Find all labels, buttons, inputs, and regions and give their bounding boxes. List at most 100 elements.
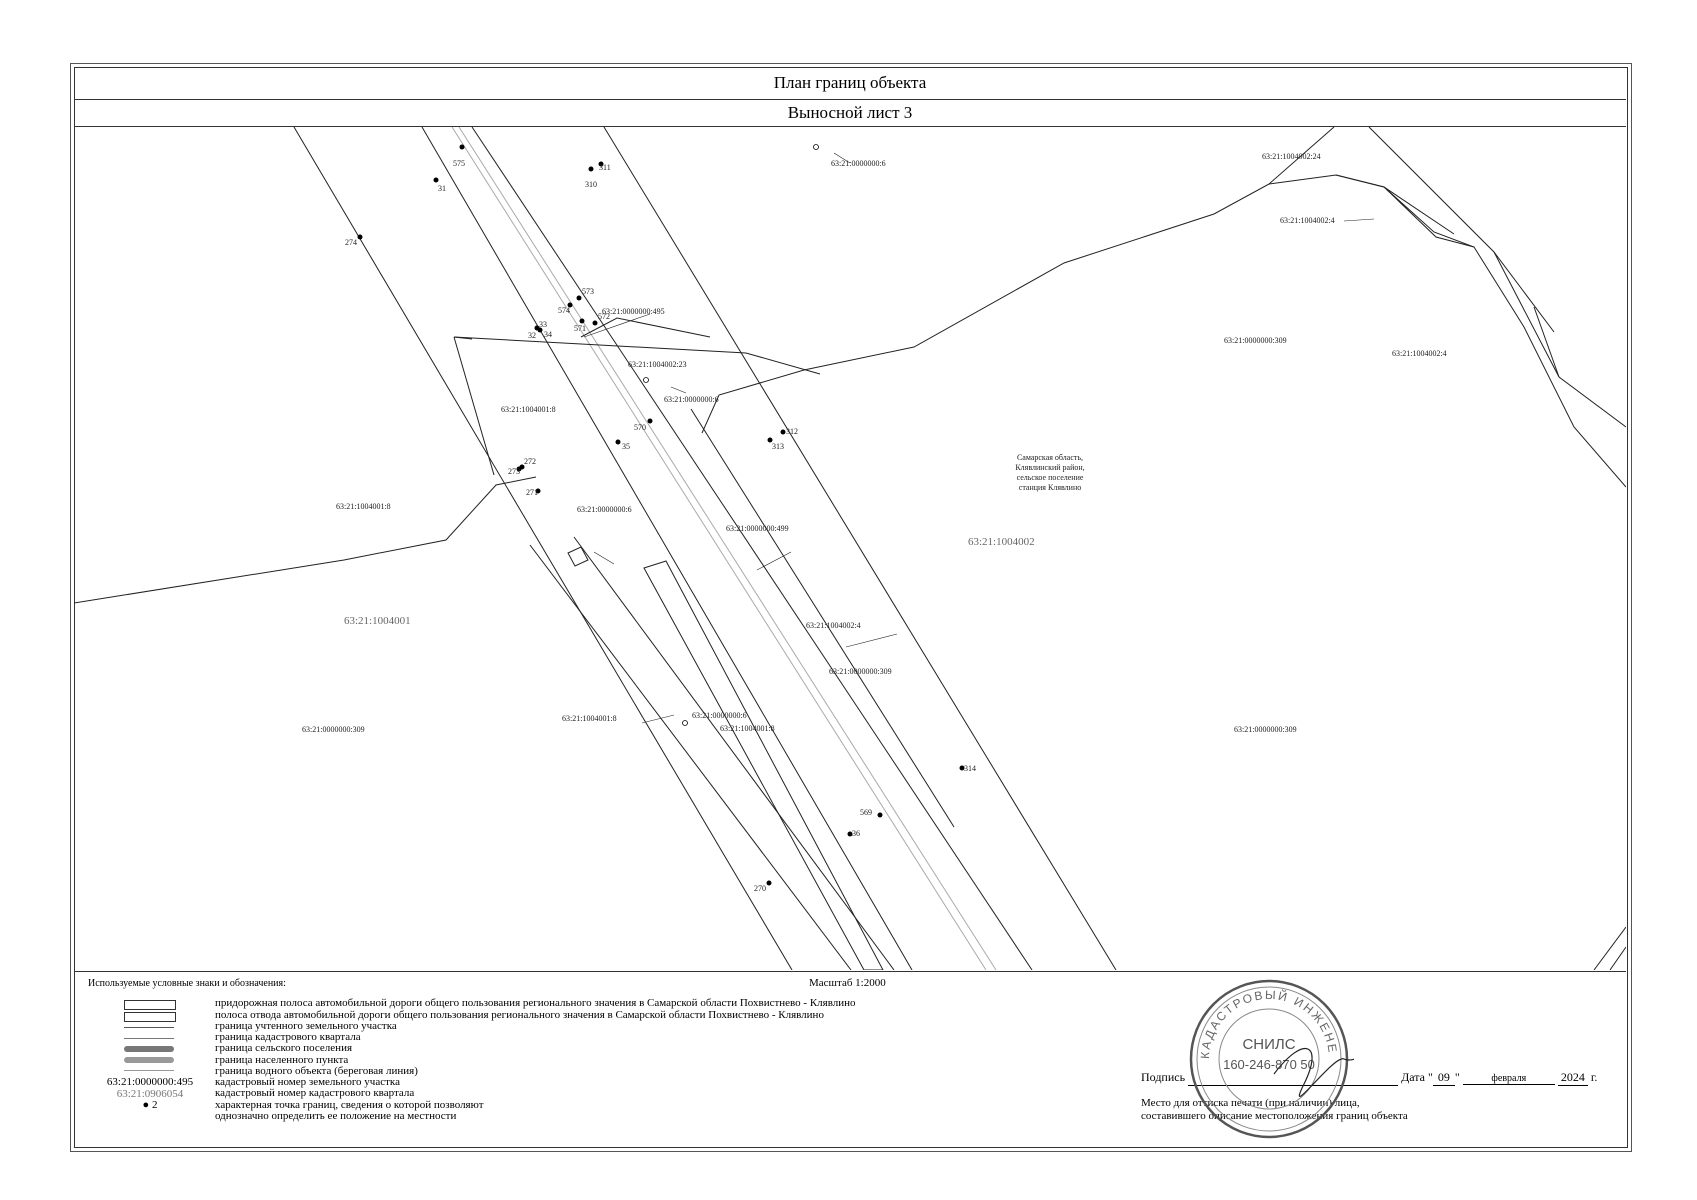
date-year: 2024 bbox=[1557, 1070, 1588, 1086]
legend-panel: Используемые условные знаки и обозначени… bbox=[74, 971, 1626, 1146]
right-of-way-symbol bbox=[124, 1012, 176, 1022]
signature-scribble bbox=[1273, 1047, 1354, 1097]
point-number: 31 bbox=[438, 184, 446, 193]
point-number: 575 bbox=[453, 159, 465, 168]
legend-item: придорожная полоса автомобильной дороги … bbox=[215, 997, 856, 1009]
legend-item: полоса отвода автомобильной дороги общег… bbox=[215, 1009, 824, 1021]
cadastral-number-label: 63:21:1004001:8 bbox=[720, 724, 775, 733]
boundary-line bbox=[293, 127, 793, 970]
boundary-line bbox=[529, 544, 852, 970]
point-number: 570 bbox=[634, 423, 646, 432]
quarter-number-label: 63:21:1004001 bbox=[344, 615, 411, 627]
cadastral-number-label: 63:21:0000000:6 bbox=[577, 505, 632, 514]
legend-point: ● 2 bbox=[142, 1099, 158, 1111]
parcel-outline bbox=[74, 476, 537, 604]
sheet-title: Выносной лист 3 bbox=[74, 100, 1626, 127]
cadastral-number-label: 63:21:1004002:4 bbox=[806, 621, 861, 630]
point-number: 32 bbox=[528, 331, 536, 340]
cadastral-number-label: 63:21:0000000:6 bbox=[692, 711, 747, 720]
settlement-boundary-symbol bbox=[124, 1046, 174, 1052]
point-number: 573 bbox=[582, 287, 594, 296]
quarter-number-label: 63:21:1004002 bbox=[968, 536, 1035, 548]
point-number: 572 bbox=[598, 312, 610, 321]
parcel-outline bbox=[580, 317, 711, 338]
parcel-outline bbox=[453, 336, 821, 375]
cadastral-number-label: 63:21:0000000:309 bbox=[1224, 336, 1287, 345]
locality-boundary-symbol bbox=[124, 1057, 174, 1063]
point-number: 312 bbox=[786, 427, 798, 436]
point-number: 310 bbox=[585, 180, 597, 189]
cadastral-number-label: 63:21:0000000:6 bbox=[831, 159, 886, 168]
road-axis-line bbox=[451, 127, 987, 970]
date-year-suffix: г. bbox=[1590, 1070, 1598, 1084]
boundary-line bbox=[421, 127, 913, 970]
point-number: 270 bbox=[754, 884, 766, 893]
boundary-points bbox=[357, 144, 965, 886]
parcel-outline bbox=[1593, 926, 1626, 970]
cadastral-number-label: 63:21:0000000:499 bbox=[726, 524, 789, 533]
address-line: Самарская область, bbox=[1017, 453, 1083, 462]
point-number: 274 bbox=[345, 238, 357, 247]
outer-frame bbox=[70, 63, 1632, 1152]
cadastral-number-label: 63:21:1004001:8 bbox=[562, 714, 617, 723]
legend-parcel-number: 63:21:0000000:495 bbox=[106, 1076, 194, 1088]
legend-quarter-number: 63:21:0906054 bbox=[116, 1088, 184, 1100]
point-number: 34 bbox=[544, 330, 552, 339]
parcel-outline bbox=[701, 174, 1626, 488]
date-month: февраля bbox=[1462, 1073, 1555, 1085]
stamp-code-label: СНИЛС bbox=[1242, 1036, 1295, 1053]
boundary-line bbox=[603, 127, 1117, 970]
stamp-code: 160-246-870 50 bbox=[1223, 1057, 1315, 1072]
address-line: станция Клявлино bbox=[1019, 483, 1081, 492]
point-number: 311 bbox=[599, 163, 611, 172]
parcel-outline bbox=[1533, 306, 1560, 378]
legend-item: граница учтенного земельного участка bbox=[215, 1020, 397, 1032]
point-number: 36 bbox=[852, 829, 860, 838]
cadastral-number-label: 63:21:0000000:495 bbox=[602, 307, 665, 316]
cadastral-number-label: 63:21:0000000:309 bbox=[1234, 725, 1297, 734]
roadside-strip-symbol bbox=[124, 1000, 176, 1010]
date-label: Дата bbox=[1401, 1070, 1425, 1084]
point-number: 313 bbox=[772, 442, 784, 451]
small-parcel bbox=[567, 546, 589, 567]
cadastral-number-label: 63:21:0000000:6 bbox=[664, 395, 719, 404]
road-axis-line bbox=[458, 127, 997, 970]
parcel-outline bbox=[1268, 127, 1335, 185]
point-number: 314 bbox=[964, 764, 976, 773]
parcel-outline bbox=[453, 336, 495, 476]
parcel-outline bbox=[1383, 186, 1475, 248]
signature-row: Подпись Дата "09" февраля 2024 г. bbox=[1141, 1070, 1598, 1086]
parcel-outline bbox=[1368, 127, 1555, 333]
cadastral-number-label: 63:21:0000000:309 bbox=[302, 725, 365, 734]
legend-item: граница сельского поселения bbox=[215, 1042, 353, 1054]
legend-item: однозначно определить ее положение на ме… bbox=[215, 1110, 457, 1122]
boundary-line bbox=[573, 536, 895, 970]
boundary-line bbox=[690, 408, 955, 828]
legend-title: Используемые условные знаки и обозначени… bbox=[88, 978, 286, 989]
cadastral-number-label: 63:21:1004002:4 bbox=[1280, 216, 1335, 225]
boundary-line bbox=[471, 127, 1033, 970]
strip-outline bbox=[643, 560, 884, 970]
map-scale: Масштаб 1:2000 bbox=[809, 977, 886, 989]
cadastral-number-label: 63:21:1004002:23 bbox=[628, 360, 687, 369]
legend-item: кадастровый номер кадастрового квартала bbox=[215, 1087, 415, 1099]
cadastral-number-label: 63:21:1004002:24 bbox=[1262, 152, 1321, 161]
point-number: 35 bbox=[622, 442, 630, 451]
stamp-place-line-1: Место для оттиска печати (при наличии) л… bbox=[1141, 1097, 1360, 1109]
legend-item: характерная точка границ, сведения о кот… bbox=[215, 1099, 484, 1111]
point-number: 271 bbox=[526, 488, 538, 497]
signature-line bbox=[1188, 1070, 1399, 1086]
date-day: 09 bbox=[1432, 1070, 1455, 1086]
parcel-boundary-symbol bbox=[124, 1027, 174, 1028]
page-title: План границ объекта bbox=[74, 67, 1626, 100]
point-number: 574 bbox=[558, 306, 570, 315]
inner-frame bbox=[74, 67, 1628, 1148]
cadastral-map: 63:21:0000000:6 63:21:1004002:24 63:21:100… bbox=[74, 127, 1626, 970]
legend-item: граница кадастрового квартала bbox=[215, 1031, 361, 1043]
cadastral-number-label: 63:21:0000000:309 bbox=[829, 667, 892, 676]
point-number: 569 bbox=[860, 808, 872, 817]
point-number: 272 bbox=[524, 457, 536, 466]
water-boundary-symbol bbox=[124, 1070, 174, 1071]
point-number: 273 bbox=[508, 467, 520, 476]
cadastral-number-label: 63:21:1004002:4 bbox=[1392, 349, 1447, 358]
